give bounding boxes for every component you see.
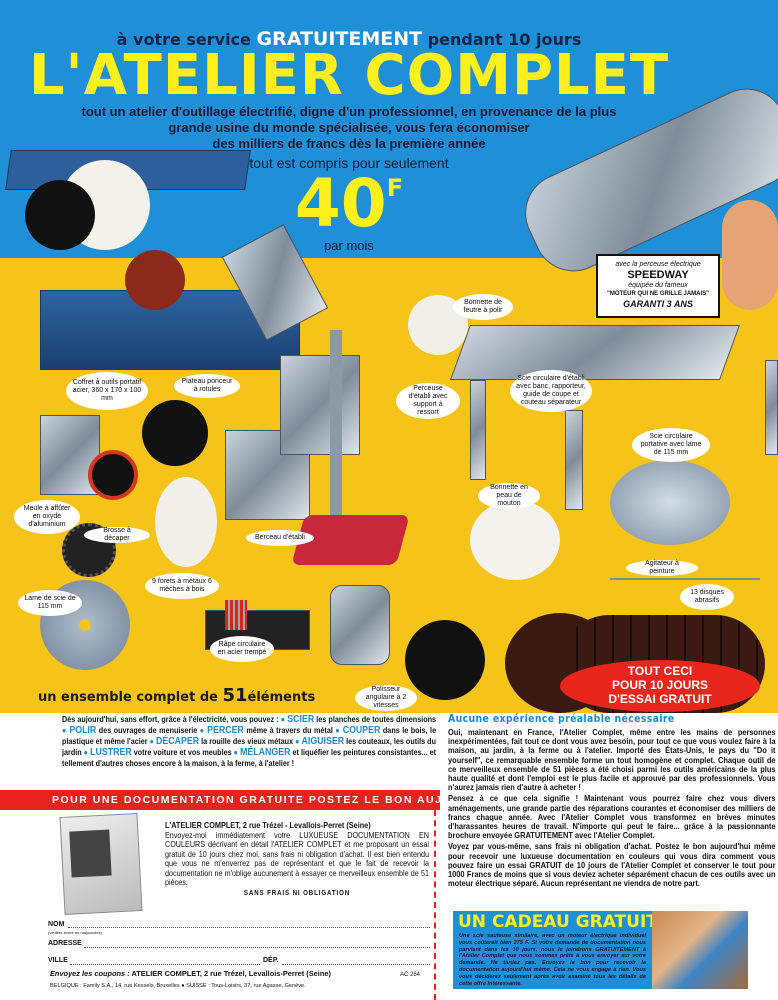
label-wire-brush: Brosse à décaper (84, 527, 150, 543)
polisher-pad-image (405, 620, 485, 700)
jigsaw-image (652, 911, 748, 989)
price-period: par mois (324, 238, 374, 253)
ville-label: VILLE (48, 957, 68, 964)
disc-image (25, 180, 95, 250)
nom-label: NOM (48, 921, 65, 928)
table-leg-image (765, 360, 778, 455)
dep-field[interactable] (282, 964, 430, 965)
label-sheepskin-bonnet: Bonnette en peau de mouton (478, 483, 540, 509)
nom-field[interactable] (68, 927, 430, 928)
ville-field[interactable] (70, 964, 260, 965)
felt-pad-image (155, 477, 217, 567)
price-intro: tout est compris pour seulement (249, 155, 449, 171)
tagline: à votre service GRATUITEMENT pendant 10 … (116, 28, 582, 50)
ensemble-caption: un ensemble complet de 51éléments (38, 685, 316, 706)
subtitle: tout un atelier d'outillage électrifié, … (81, 104, 617, 151)
headline: L'ATELIER COMPLET (28, 43, 670, 108)
coupon-form (0, 810, 436, 1000)
label-bench-cradle: Berceau d'établi (246, 530, 314, 546)
adresse-field[interactable] (84, 947, 430, 948)
coupon-body: Envoyez-moi immédiatement votre LUXUEUSE… (165, 831, 429, 888)
label-saw-blade: Lame de scie de 115 mm (18, 590, 82, 616)
price: 40F (294, 165, 404, 242)
right-column: Aucune expérience préalable nécessaire O… (448, 713, 776, 888)
right-heading: Aucune expérience préalable nécessaire (448, 713, 675, 725)
ad-reference: AC 264 (400, 972, 421, 978)
label-sanding-plate: Plateau ponceur à rotules (174, 374, 240, 398)
label-portable-saw: Scie circulaire portative avec lame de 1… (632, 428, 710, 462)
label-bench-drill: Perceuse d'établi avec support à ressort (396, 383, 460, 419)
label-angle-polisher: Polisseur angulaire à 2 vitesses (355, 685, 417, 711)
label-paint-mixer: Agitateur à peinture (626, 560, 698, 576)
angle-polisher-image (330, 585, 390, 665)
label-table-saw: Scie circulaire d'établi avec banc, rapp… (510, 370, 592, 412)
foreign-addresses: BELGIQUE : Family S.A., 14, rue Kessels,… (50, 983, 306, 989)
label-abrasive-discs: 13 disques abrasifs (680, 584, 734, 610)
brochure-image (59, 813, 143, 915)
no-obligation: SANS FRAIS NI OBLIGATION (243, 890, 351, 898)
label-grinding-wheel: Meule à affûter en oxyde d'aluminium (14, 500, 80, 534)
grinding-wheel-image (88, 450, 138, 500)
label-felt-bonnet: Bonnette de feutre à polir (453, 294, 513, 320)
table-saw-top-image (449, 325, 741, 380)
nom-hint: (veuillez écrire en majuscules) (48, 930, 102, 935)
bench-drill-image (280, 355, 360, 455)
paint-mixer-image (610, 578, 760, 580)
coupon-address: L'ATELIER COMPLET, 2 rue Trézel - Levall… (165, 820, 371, 830)
intro-text: Dès aujourd'hui, sans effort, grâce à l'… (62, 714, 437, 769)
paragraph-1: Oui, maintenant en France, l'Atelier Com… (448, 727, 776, 793)
drill-bits-image (225, 600, 247, 630)
coupon-text: L'ATELIER COMPLET, 2 rue Trézel - Levall… (165, 820, 429, 898)
sheepskin-bonnet-image (470, 500, 560, 580)
coupon-banner: POUR UNE DOCUMENTATION GRATUITE POSTEZ L… (0, 790, 504, 810)
paragraph-3: Voyez par vous-même, sans frais ni oblig… (448, 841, 776, 889)
table-leg-image (470, 380, 486, 480)
abrasive-disc-image (125, 250, 185, 310)
label-rasp: Râpe circulaire en acier trempé (210, 636, 274, 662)
label-drill-bits: 9 forets à métaux 6 mèches à bois (145, 573, 219, 599)
send-coupons: Envoyez les coupons : ATELIER COMPLET, 2… (50, 969, 331, 978)
label-toolbox: Coffret à outils portatif acier, 360 x 1… (66, 372, 148, 410)
drill-column-image (330, 330, 342, 530)
portable-saw-image (610, 460, 730, 545)
paragraph-2: Pensez à ce que cela signifie ! Maintena… (448, 793, 776, 841)
dep-label: DÉP. (263, 957, 279, 964)
table-leg-image (565, 410, 583, 510)
hand-image (722, 200, 778, 310)
adresse-label: ADRESSE (48, 940, 82, 947)
sanding-plate-image (142, 400, 208, 466)
